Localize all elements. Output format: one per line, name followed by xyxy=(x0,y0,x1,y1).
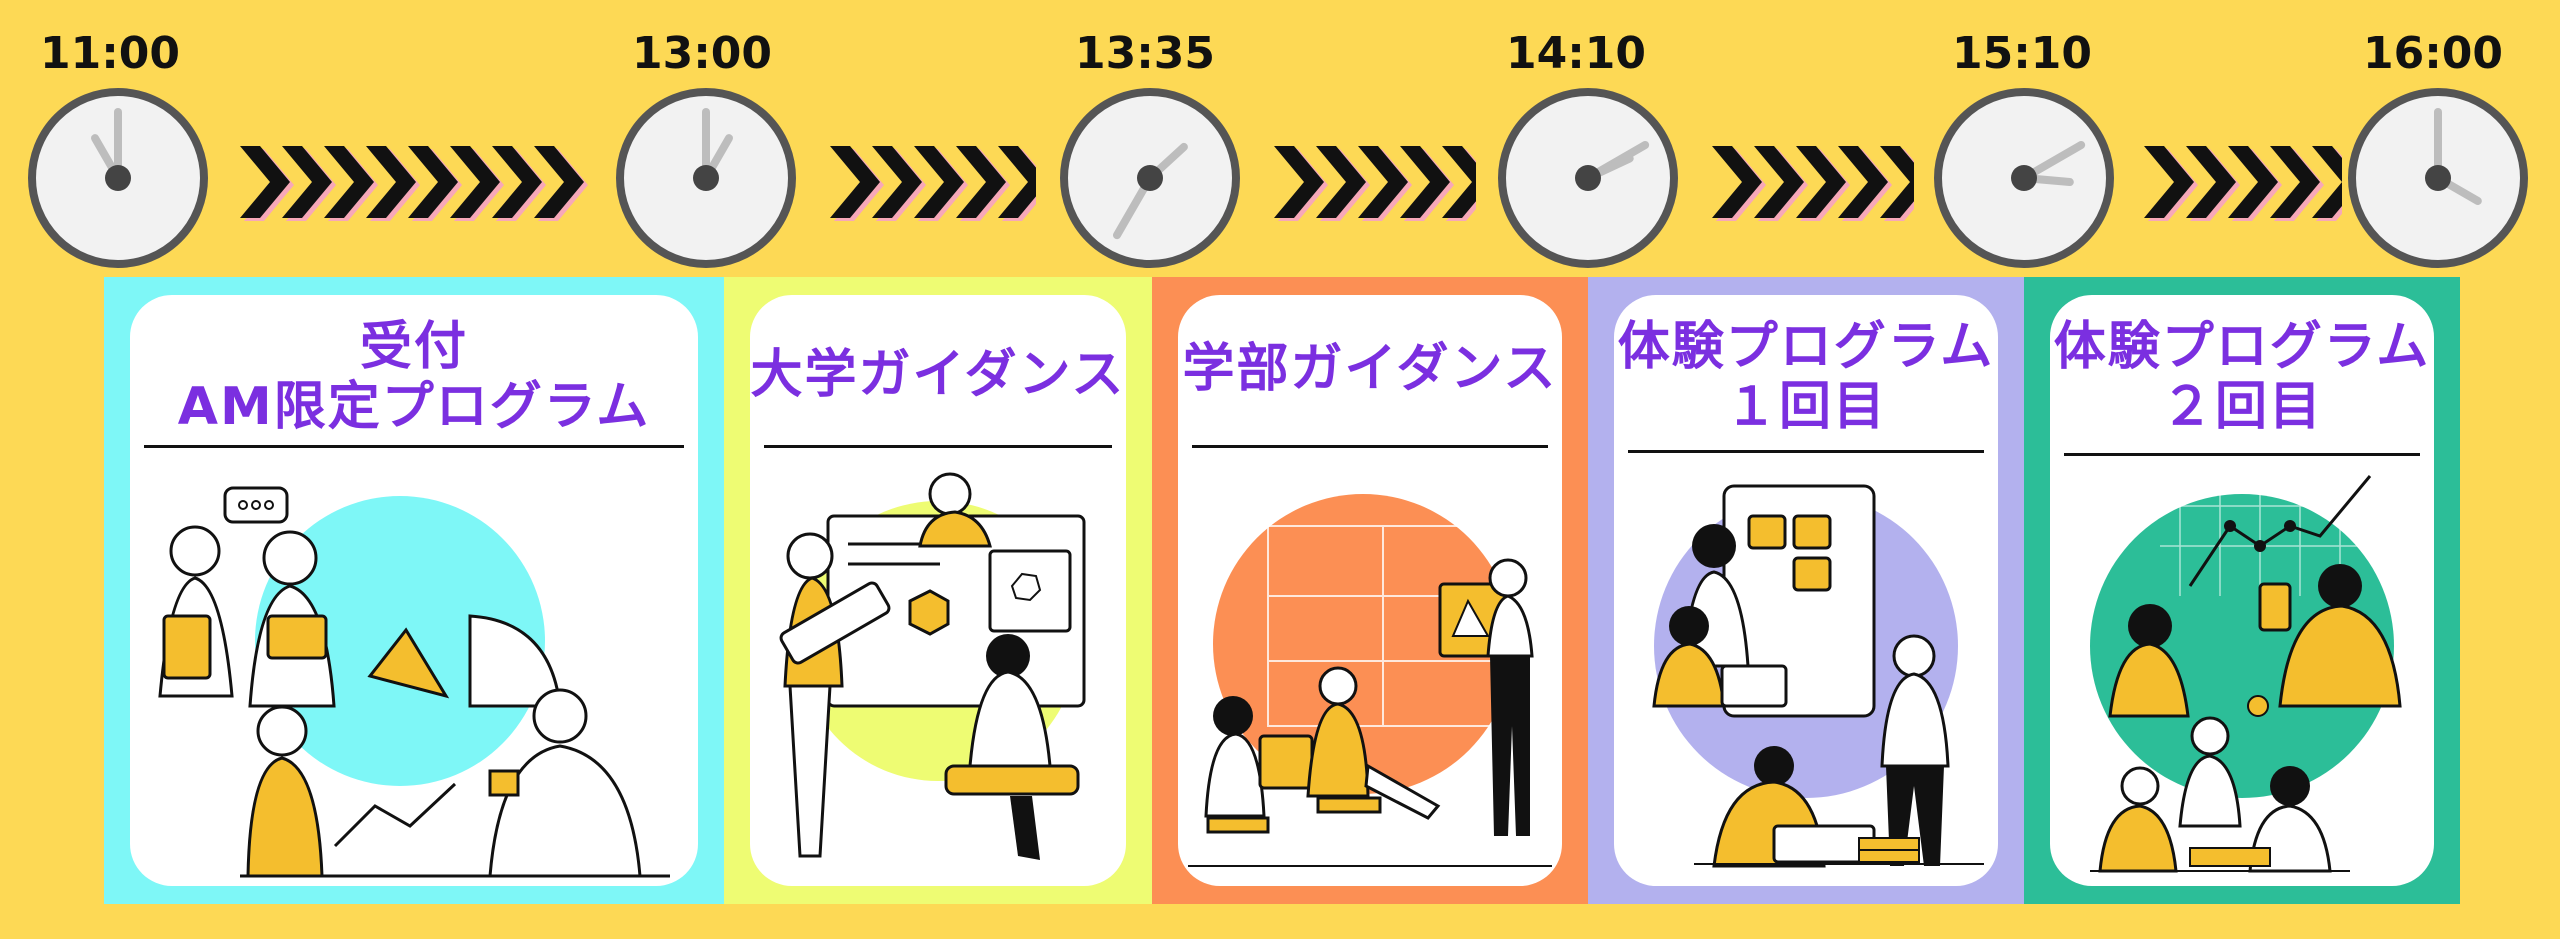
clock-icon xyxy=(2348,88,2528,268)
session-card: 学部ガイダンス xyxy=(1178,295,1562,886)
time-label-1100: 11:00 xyxy=(39,28,181,79)
session-panel-experience-program-2: 体験プログラム ２回目 xyxy=(2024,277,2460,904)
clock-icon xyxy=(1060,88,1240,268)
time-label-1510: 15:10 xyxy=(1951,28,2093,79)
session-card: 体験プログラム １回目 xyxy=(1614,295,1998,886)
clock-icon xyxy=(1934,88,2114,268)
session-title: 大学ガイダンス xyxy=(750,345,1126,405)
session-title: 体験プログラム １回目 xyxy=(1617,317,1995,437)
session-panel-faculty-guidance: 学部ガイダンス xyxy=(1152,277,1588,904)
chevron-arrows-icon xyxy=(1274,146,1476,221)
chevron-arrows-icon xyxy=(1712,146,1914,221)
clock-icon xyxy=(616,88,796,268)
session-card: 受付 AM限定プログラム xyxy=(130,295,698,886)
time-label-1410: 14:10 xyxy=(1505,28,1647,79)
growth-chart-illustration xyxy=(2090,475,2402,873)
chevron-arrows-icon xyxy=(830,146,1036,221)
session-title: 受付 AM限定プログラム xyxy=(177,317,651,437)
time-label-1600: 16:00 xyxy=(2362,28,2504,79)
presentation-illustration xyxy=(1188,494,1552,867)
title-underline xyxy=(144,445,684,448)
session-panel-university-guidance: 大学ガイダンス xyxy=(724,277,1152,904)
meeting-illustration xyxy=(158,486,670,878)
whiteboard-illustration xyxy=(779,472,1086,860)
session-panel-reception: 受付 AM限定プログラム xyxy=(104,277,724,904)
clock-icon xyxy=(1498,88,1678,268)
session-card: 体験プログラム ２回目 xyxy=(2050,295,2434,886)
time-label-1300: 13:00 xyxy=(631,28,773,79)
clock-icon xyxy=(28,88,208,268)
chevron-arrows-icon xyxy=(240,146,588,221)
title-underline xyxy=(2064,453,2420,456)
session-title: 体験プログラム ２回目 xyxy=(2053,317,2431,437)
session-title: 学部ガイダンス xyxy=(1182,339,1558,399)
session-panel-experience-program-1: 体験プログラム １回目 xyxy=(1588,277,2024,904)
session-card: 大学ガイダンス xyxy=(750,295,1126,886)
chevron-arrows-icon xyxy=(2144,146,2342,221)
puzzle-tablet-illustration xyxy=(1652,484,1984,868)
title-underline xyxy=(1628,450,1984,453)
title-underline xyxy=(1192,445,1548,448)
time-label-1335: 13:35 xyxy=(1074,28,1216,79)
title-underline xyxy=(764,445,1112,448)
